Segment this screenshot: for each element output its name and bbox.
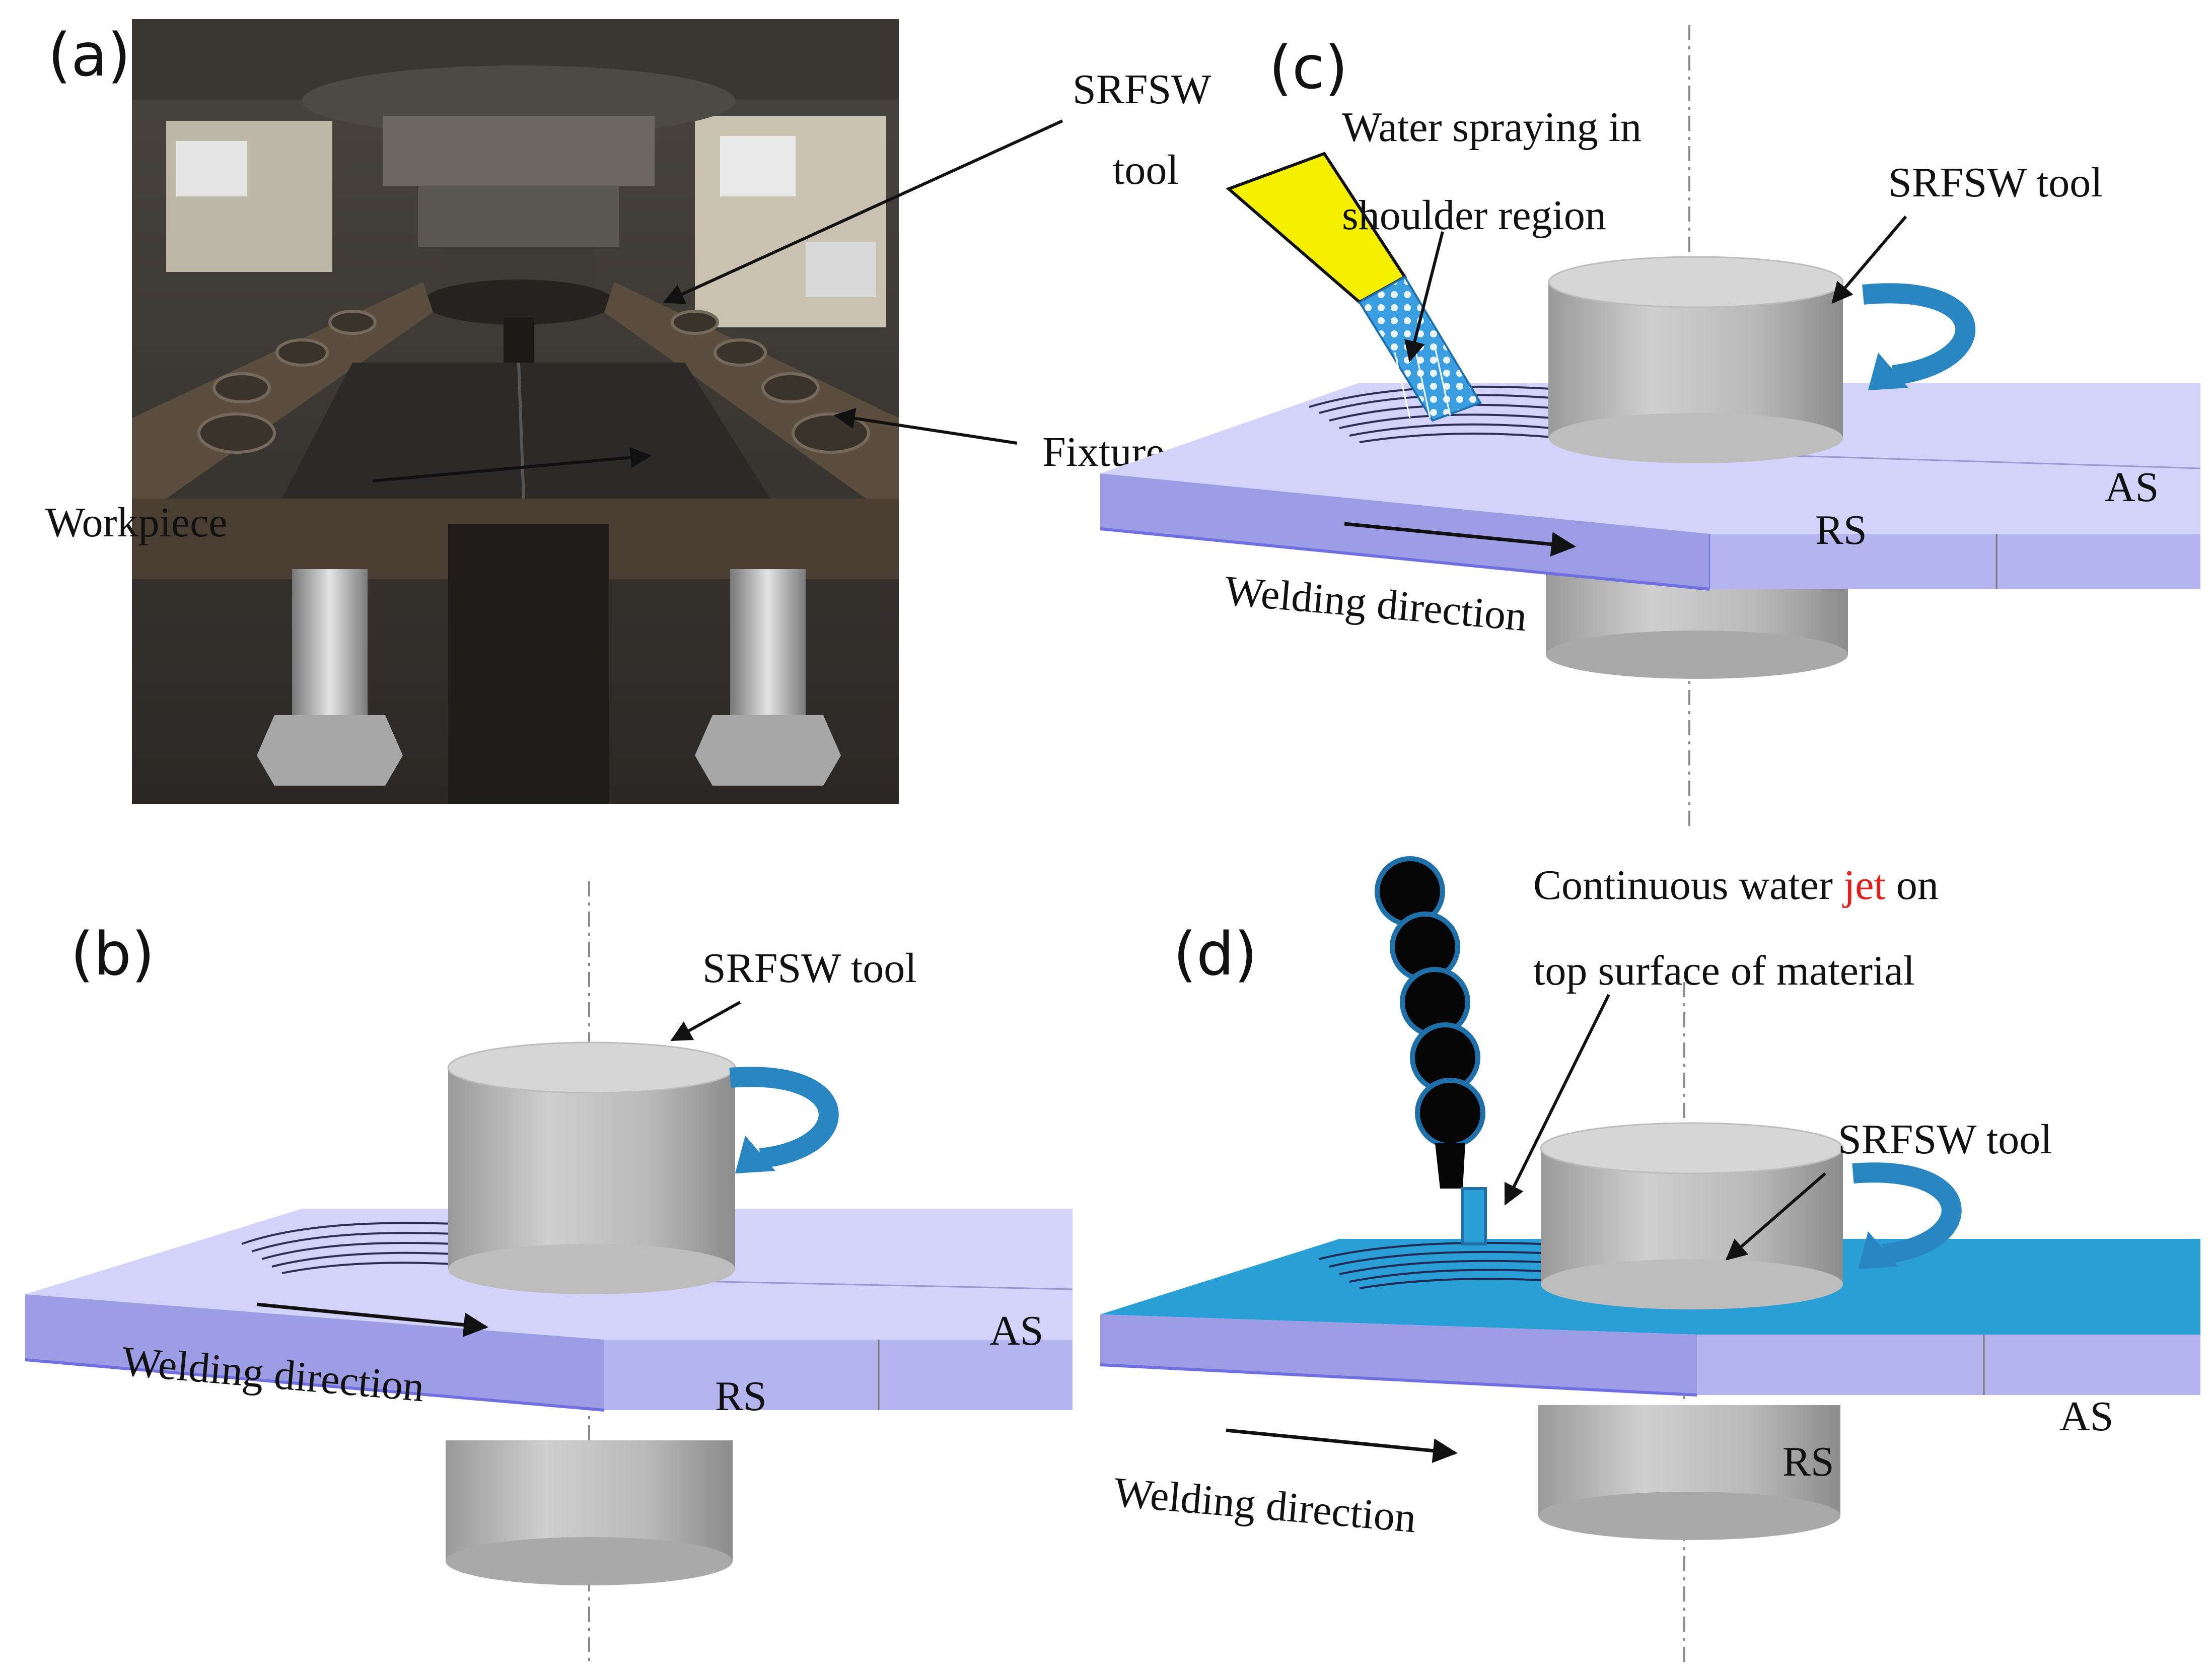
tool-lower bbox=[1538, 1405, 1840, 1540]
tool-upper bbox=[1548, 256, 1844, 463]
as-label: AS bbox=[2105, 464, 2159, 511]
workpiece-label: Workpiece bbox=[45, 499, 228, 546]
tool-arrow bbox=[1725, 1172, 1826, 1261]
jet-arrow bbox=[1504, 994, 1610, 1206]
rotation-arrow bbox=[1862, 283, 1976, 390]
direction-label: Welding direction bbox=[1223, 567, 1529, 640]
panel-c-label: (c) bbox=[1269, 33, 1348, 102]
workpiece-arrow bbox=[372, 447, 652, 482]
spray-label-line2: shoulder region bbox=[1342, 192, 1606, 239]
panel-d: (d) bbox=[1100, 856, 2200, 1662]
tool-label: SRFSW tool bbox=[1838, 1116, 2052, 1163]
panel-d-label: (d) bbox=[1173, 919, 1257, 989]
fixture-arrow bbox=[833, 407, 1018, 445]
tool-lower bbox=[446, 1440, 733, 1585]
as-label: AS bbox=[2059, 1393, 2113, 1440]
spray-arrow bbox=[1404, 231, 1444, 363]
weld-ripples bbox=[1319, 1242, 1541, 1289]
direction-arrow bbox=[1344, 522, 1576, 557]
jet-label-post: on bbox=[1886, 862, 1939, 909]
tool-label: SRFSW tool bbox=[702, 945, 917, 992]
rs-label: RS bbox=[715, 1373, 767, 1420]
tool-upper bbox=[447, 1041, 736, 1294]
jet-label-red: jet bbox=[1842, 862, 1886, 909]
tool-arrow bbox=[663, 119, 1063, 304]
panel-b-label: (b) bbox=[70, 919, 155, 989]
spray-label-line1: Water spraying in bbox=[1342, 104, 1642, 151]
rs-label: RS bbox=[1815, 507, 1867, 553]
rotation-arrow bbox=[1852, 1162, 1962, 1269]
panel-b: (b) SRFSW tool bbox=[25, 881, 1073, 1662]
photo-fsw-setup bbox=[132, 19, 899, 804]
rotation-arrow bbox=[729, 1067, 839, 1173]
tool-upper bbox=[1540, 1122, 1844, 1309]
as-label: AS bbox=[989, 1307, 1043, 1354]
tool-label-line1: SRFSW bbox=[1073, 66, 1211, 113]
tool-label-line2: tool bbox=[1113, 147, 1179, 193]
direction-arrow bbox=[256, 1302, 488, 1338]
panel-a: (a) SRFSW tool Fixture Workpiece bbox=[45, 19, 1211, 804]
direction-arrow bbox=[1226, 1428, 1458, 1464]
direction-label: Welding direction bbox=[1112, 1469, 1418, 1542]
water-jet-nozzle bbox=[1375, 856, 1487, 1245]
jet-label-line1: Continuous water jet on bbox=[1533, 862, 1939, 909]
tool-label: SRFSW tool bbox=[1888, 159, 2103, 206]
tool-arrow bbox=[670, 1001, 741, 1041]
weld-ripples bbox=[241, 1222, 454, 1274]
panel-a-label: (a) bbox=[48, 20, 130, 90]
jet-label-pre: Continuous water bbox=[1533, 862, 1843, 909]
panel-c: (c) bbox=[1100, 25, 2201, 826]
rs-label: RS bbox=[1782, 1438, 1834, 1485]
jet-label-line2: top surface of material bbox=[1533, 947, 1915, 994]
tool-arrow bbox=[1831, 216, 1907, 304]
